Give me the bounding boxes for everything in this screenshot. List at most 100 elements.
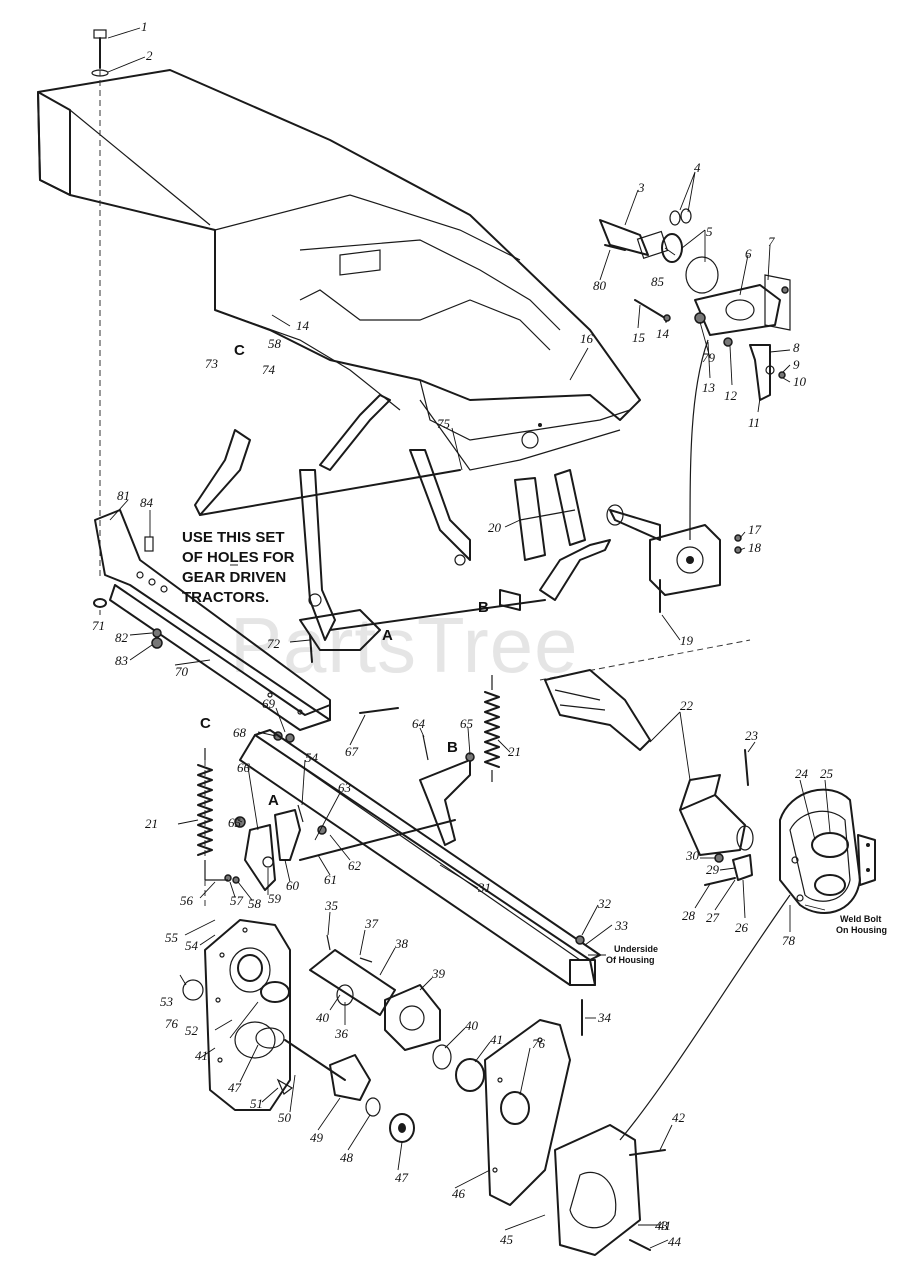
callout-29: 29 (706, 862, 720, 877)
callout-32: 32 (597, 896, 612, 911)
bolt-28 (704, 877, 736, 886)
callout-1: 1 (141, 19, 148, 34)
callout-26: 26 (735, 920, 749, 935)
lower-shaft-group (276, 1039, 415, 1143)
callout-56: 56 (180, 893, 194, 908)
tube-31 (239, 729, 601, 986)
callout-14-top: 14 (296, 318, 310, 333)
bolt-1 (93, 29, 107, 69)
callout-50: 50 (278, 1110, 292, 1125)
note-underside-line-2: Of Housing (606, 955, 655, 965)
bracket-20 (514, 469, 586, 561)
callout-84: 84 (140, 495, 154, 510)
bearing-53 (182, 979, 204, 1001)
callout-43: 43 (655, 1218, 669, 1233)
callout-54-lower: 54 (185, 938, 199, 953)
callout-71: 71 (92, 618, 105, 633)
input-bearing-assembly (599, 208, 791, 401)
callout-41-bottom: 41 (658, 1218, 671, 1233)
case-half-52 (204, 919, 291, 1111)
case-half-46 (484, 1019, 571, 1206)
callout-38: 38 (394, 936, 409, 951)
callout-41-right: 41 (490, 1032, 503, 1047)
callout-66: 66 (237, 760, 251, 775)
callout-40-left: 40 (316, 1010, 330, 1025)
callout-83: 83 (115, 653, 129, 668)
note-weld-line-2: On Housing (836, 925, 887, 935)
callout-76-right: 76 (532, 1036, 546, 1051)
callout-55: 55 (165, 930, 179, 945)
callout-36: 36 (334, 1026, 349, 1041)
callout-9: 9 (793, 357, 800, 372)
nut-30 (714, 853, 724, 863)
callout-60: 60 (286, 878, 300, 893)
note-holes-line-3: GEAR DRIVEN (182, 569, 286, 586)
bracket-26 (732, 854, 753, 881)
callout-7: 7 (768, 234, 775, 249)
callout-80: 80 (593, 278, 607, 293)
spring-21-left (197, 748, 213, 880)
callout-numbers: 1 2 3 4 5 6 7 8 9 10 11 12 13 14 14 15 1… (92, 19, 834, 1249)
callout-40-right: 40 (465, 1018, 479, 1033)
callout-35: 35 (324, 898, 339, 913)
washer-2 (91, 69, 109, 77)
watermark: PartsTree (230, 601, 579, 689)
callout-45: 45 (500, 1232, 514, 1247)
callout-68: 68 (233, 725, 247, 740)
callout-59: 59 (268, 891, 282, 906)
ref-letter-a-mid: A (382, 627, 393, 644)
callout-8: 8 (793, 340, 800, 355)
callout-82: 82 (115, 630, 129, 645)
lower-bearing-mount (606, 504, 742, 613)
callout-28: 28 (682, 908, 696, 923)
callout-85: 85 (651, 274, 665, 289)
callout-3: 3 (637, 180, 645, 195)
callout-49: 49 (310, 1130, 324, 1145)
ref-letter-b-low: B (447, 739, 458, 756)
callout-42: 42 (672, 1110, 686, 1125)
note-holes-line-4: TRACTORS. (182, 589, 269, 606)
callout-47-right: 47 (395, 1170, 409, 1185)
gear-housing-24 (779, 788, 876, 914)
callout-5: 5 (706, 224, 713, 239)
callout-69: 69 (262, 696, 276, 711)
callout-15: 15 (632, 330, 646, 345)
callout-75: 75 (437, 416, 451, 431)
lift-linkage (194, 394, 611, 651)
callout-12: 12 (724, 388, 738, 403)
ref-letter-b-mid: B (478, 599, 489, 616)
cover-45 (554, 1124, 641, 1256)
callout-11: 11 (748, 415, 760, 430)
callout-65-right: 65 (460, 716, 474, 731)
ref-letter-c-top: C (234, 342, 245, 359)
callout-17: 17 (748, 522, 762, 537)
note-holes: USE THIS SET OF HOLES FOR GEAR DRIVEN TR… (182, 529, 295, 606)
callout-16: 16 (580, 331, 594, 346)
callout-63: 63 (338, 780, 352, 795)
callout-19: 19 (680, 633, 694, 648)
callout-57: 57 (230, 893, 244, 908)
callout-52: 52 (185, 1023, 199, 1038)
ref-letter-c-low: C (200, 715, 211, 732)
callout-22: 22 (680, 698, 694, 713)
nut-69 (285, 733, 295, 743)
spring-21-right (484, 675, 500, 782)
bolt-44 (629, 1239, 651, 1251)
callout-4: 4 (694, 160, 701, 175)
callout-64: 64 (412, 716, 426, 731)
callout-47-left: 47 (228, 1080, 242, 1095)
arrow-79 (689, 339, 709, 541)
lever-linkage-lower (205, 734, 475, 891)
note-weld: Weld Bolt On Housing (836, 914, 887, 935)
callout-54-upper: 54 (305, 750, 319, 765)
note-weld-line-1: Weld Bolt (840, 914, 881, 924)
upper-shaft-group (309, 934, 485, 1092)
note-holes-line-1: USE THIS SET (182, 529, 285, 546)
callout-58-top: 58 (268, 336, 282, 351)
callout-21-left: 21 (145, 816, 158, 831)
callout-61: 61 (324, 872, 337, 887)
callout-81: 81 (117, 488, 130, 503)
bolt-67 (359, 707, 399, 714)
callout-62: 62 (348, 858, 362, 873)
